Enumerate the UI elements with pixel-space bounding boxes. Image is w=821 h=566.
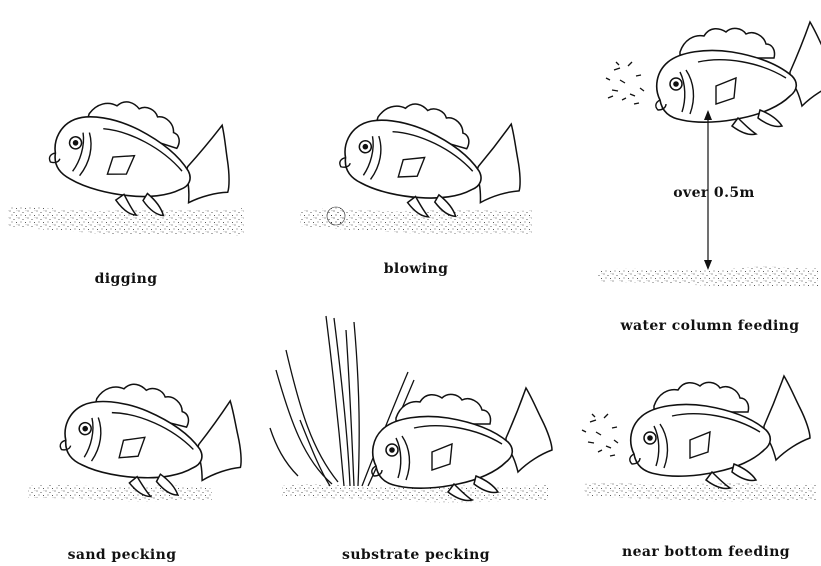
fish-water-column (656, 22, 821, 135)
caption-digging: digging (95, 271, 158, 287)
caption-sand-pecking: sand pecking (68, 547, 177, 563)
caption-blowing: blowing (384, 261, 449, 277)
panel-sand-pecking: sand pecking (28, 364, 255, 563)
sand-puff (327, 207, 345, 225)
panel-substrate-pecking: substrate pecking (270, 316, 552, 563)
food-particles (606, 62, 644, 104)
panel-blowing: blowing (300, 82, 536, 277)
panel-water-column: over 0.5m water column feeding (598, 22, 821, 334)
caption-near-bottom: near bottom feeding (622, 544, 790, 560)
caption-substrate-pecking: substrate pecking (342, 547, 490, 563)
panel-digging: digging (8, 78, 247, 287)
fish-near-bottom (630, 376, 810, 489)
distance-label: over 0.5m (673, 185, 754, 201)
caption-water-column: water column feeding (620, 318, 800, 334)
food-particles (582, 414, 618, 456)
fish-substrate-pecking (372, 388, 552, 501)
sand-ground (28, 485, 212, 502)
sand-ground (584, 483, 816, 502)
panel-near-bottom: near bottom feeding (582, 376, 816, 560)
